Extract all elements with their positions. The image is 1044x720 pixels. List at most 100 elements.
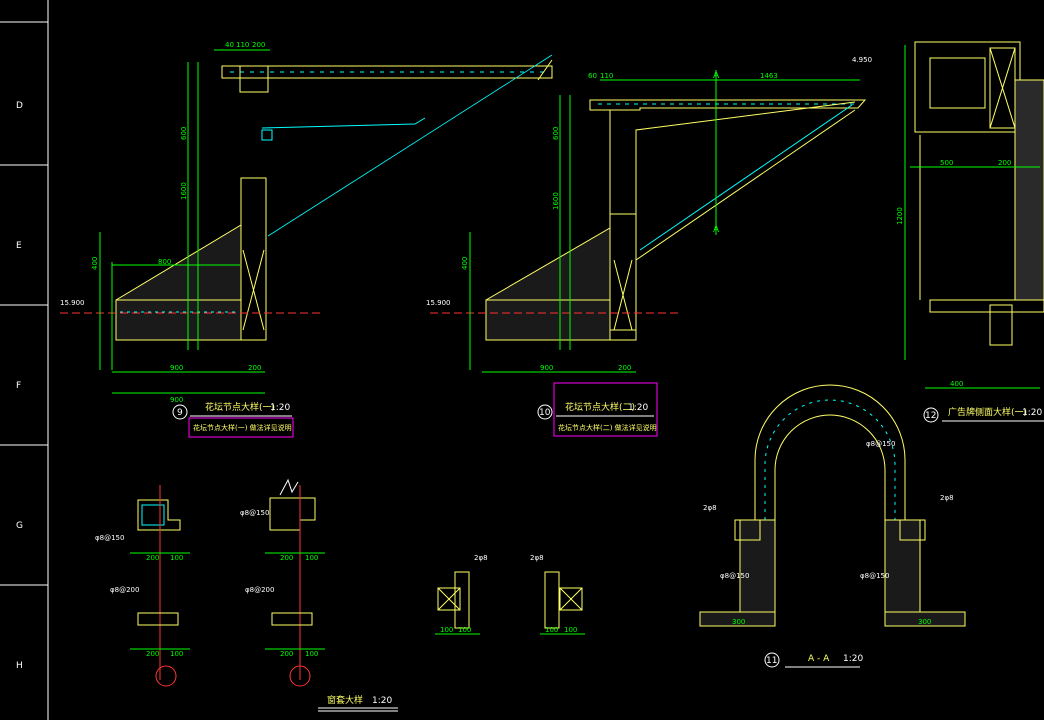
detail-12-top-box	[914, 41, 1021, 133]
d12-dim-1200: 1200	[896, 207, 904, 225]
d10-elevation: 15.900	[426, 299, 451, 307]
detail-9-roof-slab	[221, 65, 553, 79]
detail-11-arch-inner	[774, 414, 886, 520]
d9-title: 花坛节点大样(一)	[205, 401, 275, 413]
d9-note: 花坛节点大样(一) 做法详见说明	[193, 423, 292, 432]
d10-dim-1463: 1463	[760, 72, 778, 80]
window-trim-title: 窗套大样	[327, 694, 363, 706]
detail-11-drawing: 300 300 φ8@150 φ8@150 φ8@150 2φ8 2φ8 11 …	[699, 384, 966, 668]
detail-12-bottom-slab	[929, 299, 1044, 313]
d9-number: 9	[177, 408, 183, 418]
detail-10-column	[609, 213, 637, 341]
detail-12-drawing: 500 200 400 1200 4.950 12 广告牌侧面大样(一) 1:2…	[852, 41, 1044, 423]
d9-dim-110: 110	[236, 41, 249, 49]
trim-dim-100-g: 100	[545, 626, 558, 634]
detail-12-hatched-wall	[1014, 79, 1044, 301]
detail-10-planter-wedge	[485, 227, 611, 341]
d9-dim-40: 40	[225, 41, 234, 49]
trim-dim-100-h: 100	[564, 626, 577, 634]
sheet-frame	[0, 0, 49, 720]
sheet-row-labels: D E F G H	[16, 101, 23, 671]
d9-dim-200: 200	[252, 41, 265, 49]
d10-scale: 1:20	[628, 403, 648, 413]
row-label-h: H	[16, 661, 23, 671]
trim-rebar-5: 2φ8	[474, 554, 488, 562]
d10-dim-200: 200	[618, 364, 631, 372]
detail-11-arch-outer	[754, 384, 906, 520]
d11-dim-300-right: 300	[918, 618, 931, 626]
trim-rebar-4: φ8@200	[245, 586, 274, 594]
trim-rebar-6: 2φ8	[530, 554, 544, 562]
d9-note-box	[188, 417, 294, 438]
trim-dim-100-a: 100	[170, 554, 183, 562]
d12-scale: 1:20	[1022, 408, 1042, 418]
d10-note: 花坛节点大样(二) 做法详见说明	[558, 423, 657, 432]
window-trim-axis-bubble-2	[289, 665, 311, 687]
d11-title: A - A	[808, 654, 830, 664]
trim-dim-200-c: 200	[280, 554, 293, 562]
d10-dim-60: 60	[588, 72, 597, 80]
trim-rebar-3: φ8@150	[240, 509, 269, 517]
d10-callout-circle	[537, 404, 553, 420]
d11-rebar-top: φ8@150	[866, 440, 895, 448]
trim-dim-200-b: 200	[146, 650, 159, 658]
d11-scale: 1:20	[843, 654, 863, 664]
d12-callout-circle	[923, 407, 939, 423]
trim-dim-100-f: 100	[458, 626, 471, 634]
d10-dim-900: 900	[540, 364, 553, 372]
d10-title: 花坛节点大样(二)	[565, 401, 635, 413]
d9-dim-900b: 900	[170, 396, 183, 404]
d11-rebar-right: φ8@150	[860, 572, 889, 580]
d9-dim-200b: 200	[248, 364, 261, 372]
detail-10-canopy	[589, 99, 867, 111]
trim-dim-100-d: 100	[305, 650, 318, 658]
window-trim-scale: 1:20	[372, 696, 392, 706]
d11-dim-300-left: 300	[732, 618, 745, 626]
detail-9-drawing: 40 110 200 900 900 200 800 400 600 1600 …	[60, 41, 553, 438]
detail-9-parapet	[240, 177, 267, 341]
d9-dim-800: 800	[158, 258, 171, 266]
window-trim-axis-bubble-1	[155, 665, 177, 687]
detail-9-planter-wedge	[115, 224, 242, 341]
d9-elevation: 15.900	[60, 299, 85, 307]
d9-scale: 1:20	[270, 403, 290, 413]
d10-note-box	[553, 382, 658, 437]
trim-dim-200-a: 200	[146, 554, 159, 562]
d9-dim-1600: 1600	[180, 182, 188, 200]
d10-dim-400: 400	[461, 257, 469, 270]
detail-11-left-slab	[699, 611, 776, 627]
d9-dim-400: 400	[91, 257, 99, 270]
d12-title: 广告牌侧面大样(一)	[948, 406, 1027, 418]
row-label-d: D	[16, 101, 23, 111]
d12-dim-400: 400	[950, 380, 963, 388]
row-label-g: G	[16, 521, 23, 531]
detail-11-right-slab	[884, 611, 966, 627]
d10-section-mark-bottom: A	[713, 225, 720, 235]
trim-dim-100-b: 100	[170, 650, 183, 658]
trim-dim-200-d: 200	[280, 650, 293, 658]
d11-rebar-left: φ8@150	[720, 572, 749, 580]
row-label-f: F	[16, 381, 21, 391]
d10-dim-1600: 1600	[552, 192, 560, 210]
d12-number: 12	[925, 411, 936, 421]
d12-dim-200: 200	[998, 159, 1011, 167]
d10-section-mark-top: A	[713, 71, 720, 81]
trim-dim-100-e: 100	[440, 626, 453, 634]
d10-number: 10	[539, 408, 551, 418]
d11-callout-circle	[764, 652, 780, 668]
d10-dim-600: 600	[552, 127, 560, 140]
d11-rebar-2phi8-right: 2φ8	[940, 494, 954, 502]
d11-rebar-2phi8-left: 2φ8	[703, 504, 717, 512]
d12-elevation: 4.950	[852, 56, 872, 64]
trim-dim-100-c: 100	[305, 554, 318, 562]
d9-dim-900a: 900	[170, 364, 183, 372]
detail-10-drawing: 60 110 1463 900 200 400 600 1600 15.900 …	[426, 70, 867, 437]
d9-callout-circle	[172, 404, 188, 420]
d10-dim-110: 110	[600, 72, 613, 80]
trim-rebar-1: φ8@150	[95, 534, 124, 542]
detail-9-beam-head	[239, 65, 269, 93]
window-trim-details: 200 100 200 100 φ8@150 φ8@200 200 100 20…	[95, 478, 585, 712]
trim-rebar-2: φ8@200	[110, 586, 139, 594]
d11-number: 11	[766, 656, 777, 666]
